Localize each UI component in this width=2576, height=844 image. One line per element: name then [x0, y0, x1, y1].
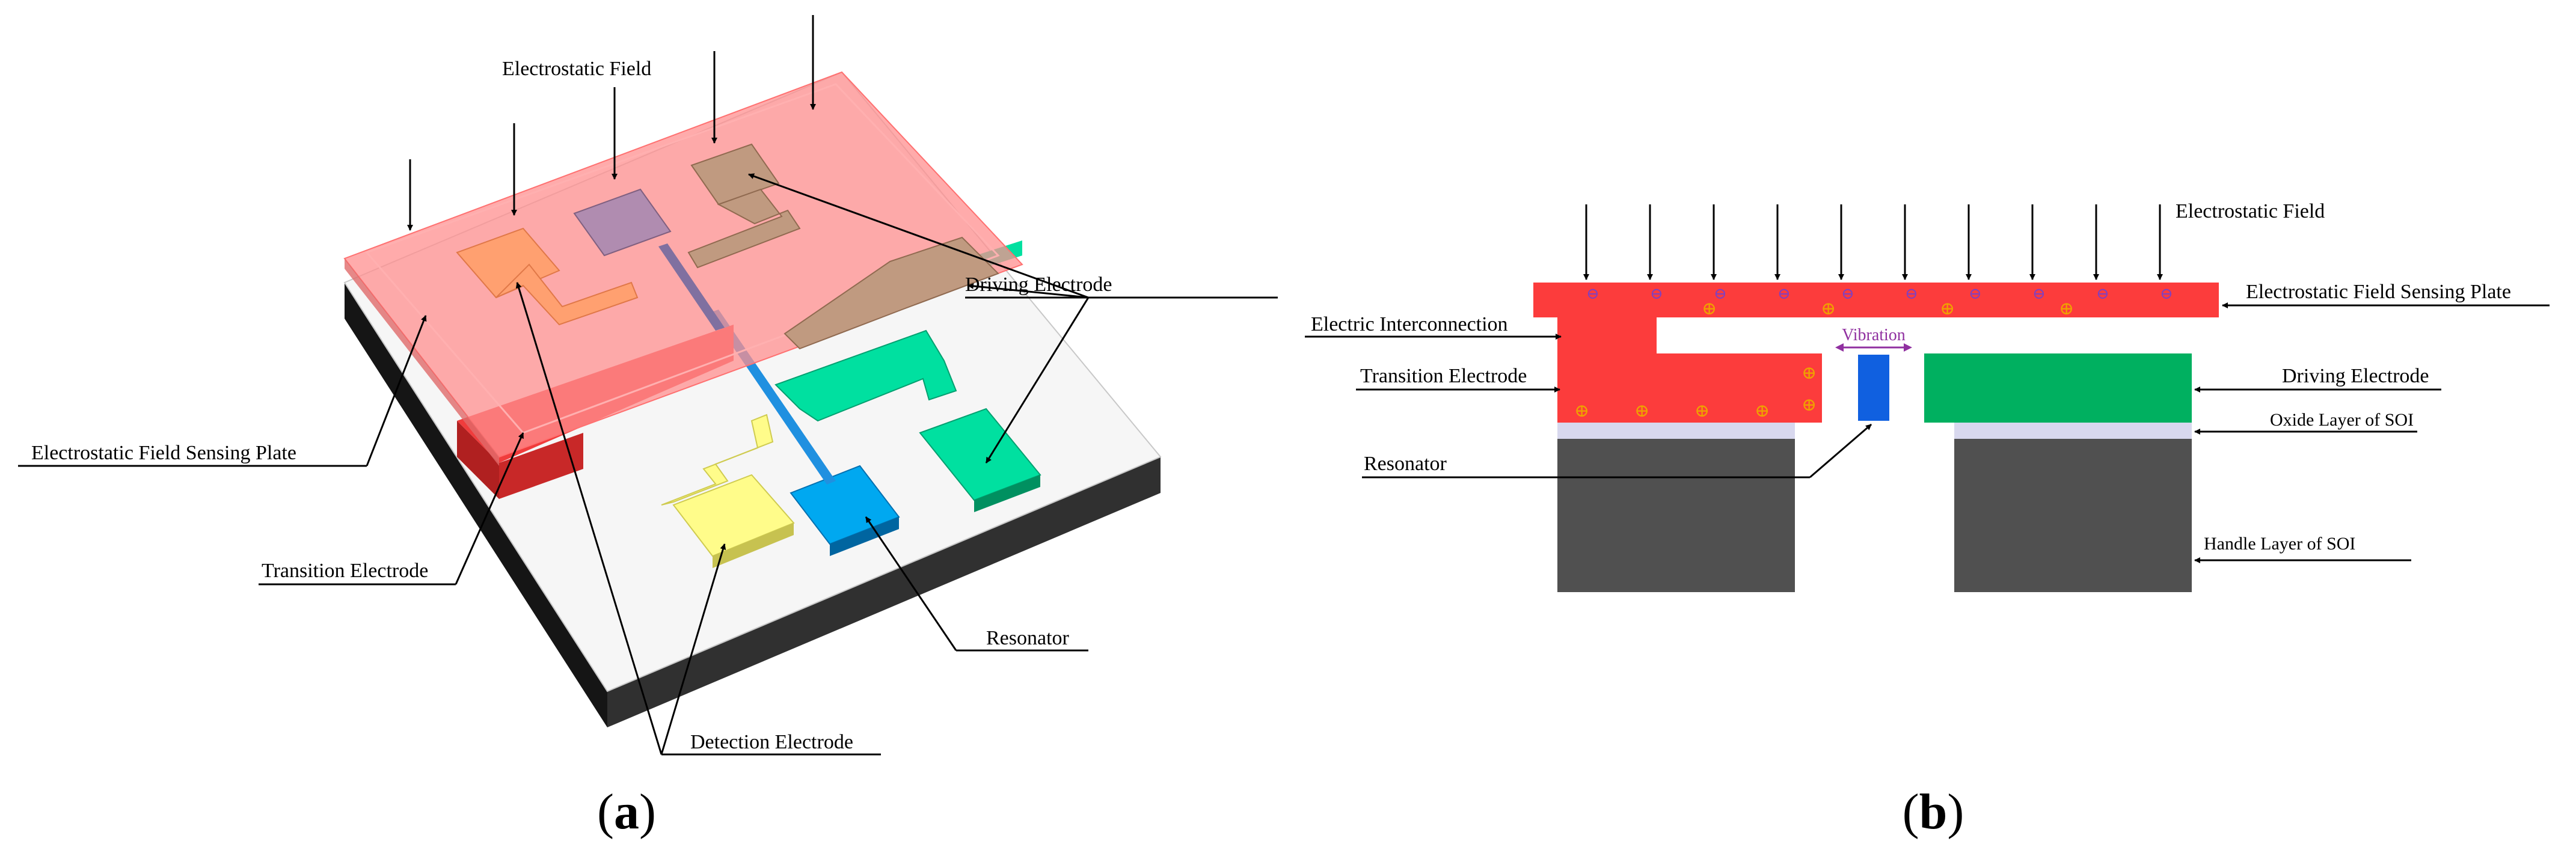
driving-pad-on-plate — [687, 143, 999, 350]
positive-charge: ⊕ — [1821, 299, 1836, 319]
handle-layer-left — [1557, 439, 1795, 592]
label-electrostatic-field-a: Electrostatic Field — [502, 58, 651, 80]
resonator-2d — [1858, 355, 1889, 421]
positive-charges: ⊕ ⊕ ⊕ ⊕ ⊕ ⊕ ⊕ ⊕ ⊕ ⊕ — [1574, 299, 2074, 421]
leader — [366, 315, 427, 466]
vibration-arrowhead-right — [1904, 343, 1912, 352]
positive-charge: ⊕ — [1940, 299, 1955, 319]
negative-charge: ⊖ — [2160, 285, 2173, 302]
resonator-pad-on-plate — [573, 188, 725, 331]
oxide-layer-right — [1954, 423, 2192, 439]
positive-charge: ⊕ — [1702, 299, 1717, 319]
label-driving-electrode-b: Driving Electrode — [2282, 365, 2429, 387]
leader — [748, 173, 1089, 299]
positive-charge: ⊕ — [1694, 401, 1710, 421]
positive-charge: ⊕ — [1802, 395, 1817, 415]
negative-charge: ⊖ — [1969, 285, 1982, 302]
negative-charge: ⊖ — [2032, 285, 2046, 302]
label-resonator-a: Resonator — [986, 627, 1070, 649]
label-transition-electrode-a: Transition Electrode — [262, 560, 428, 582]
leader — [1809, 423, 1872, 479]
leader — [515, 282, 663, 755]
field-arrows-a — [407, 15, 816, 231]
negative-charge: ⊖ — [1586, 285, 1599, 302]
sensing-plate-3d — [343, 71, 1023, 466]
negative-charge: ⊖ — [2096, 285, 2109, 302]
panel-b: ⊖ ⊖ ⊖ ⊖ ⊖ ⊖ ⊖ ⊖ ⊖ ⊖ ⊕ ⊕ ⊕ ⊕ ⊕ ⊕ ⊕ ⊕ ⊕ ⊕ — [1305, 200, 2550, 840]
label-sensing-plate-b: Electrostatic Field Sensing Plate — [2246, 281, 2511, 303]
panel-a: Electrostatic Field Driving Electrode El… — [18, 15, 1278, 840]
positive-charge: ⊕ — [1802, 363, 1817, 383]
caption-b: (b) — [1903, 784, 1964, 840]
leader — [865, 516, 957, 651]
positive-charge: ⊕ — [1755, 401, 1770, 421]
negative-charge: ⊖ — [1714, 285, 1727, 302]
label-detection-electrode-a: Detection Electrode — [690, 731, 853, 753]
leader — [660, 543, 726, 755]
label-transition-electrode-b: Transition Electrode — [1360, 365, 1527, 387]
positive-charge: ⊕ — [1574, 401, 1589, 421]
negative-charge: ⊖ — [1841, 285, 1854, 302]
oxide-layer-left — [1557, 423, 1795, 439]
label-electrostatic-field-b: Electrostatic Field — [2176, 200, 2325, 222]
leader — [968, 283, 1089, 299]
vibration-arrowhead-left — [1835, 343, 1844, 352]
detection-pad-on-plate — [456, 227, 639, 326]
positive-charge: ⊕ — [2059, 299, 2074, 319]
negative-charge: ⊖ — [1650, 285, 1663, 302]
negative-charge: ⊖ — [1777, 285, 1791, 302]
label-sensing-plate-a: Electrostatic Field Sensing Plate — [31, 442, 296, 464]
chip-base-left-side — [345, 283, 607, 727]
label-resonator-b: Resonator — [1364, 453, 1447, 475]
negative-charge: ⊖ — [1905, 285, 1918, 302]
negative-charges: ⊖ ⊖ ⊖ ⊖ ⊖ ⊖ ⊖ ⊖ ⊖ ⊖ — [1586, 285, 2173, 302]
field-arrows-b — [1583, 204, 2163, 280]
leader — [985, 297, 1090, 463]
leader — [455, 432, 524, 585]
driving-electrode-2d — [1924, 353, 2192, 423]
handle-layer-right — [1954, 439, 2192, 592]
detection-electrode-lower — [661, 414, 795, 568]
sensing-plate-2d — [1533, 283, 2219, 423]
label-handle-layer: Handle Layer of SOI — [2204, 534, 2355, 554]
label-vibration: Vibration — [1842, 326, 1906, 344]
label-oxide-layer: Oxide Layer of SOI — [2270, 410, 2414, 430]
label-electric-interconnection: Electric Interconnection — [1311, 313, 1508, 335]
positive-charge: ⊕ — [1634, 401, 1649, 421]
chip-base-front-side — [607, 457, 1161, 727]
caption-a: (a) — [597, 784, 656, 840]
